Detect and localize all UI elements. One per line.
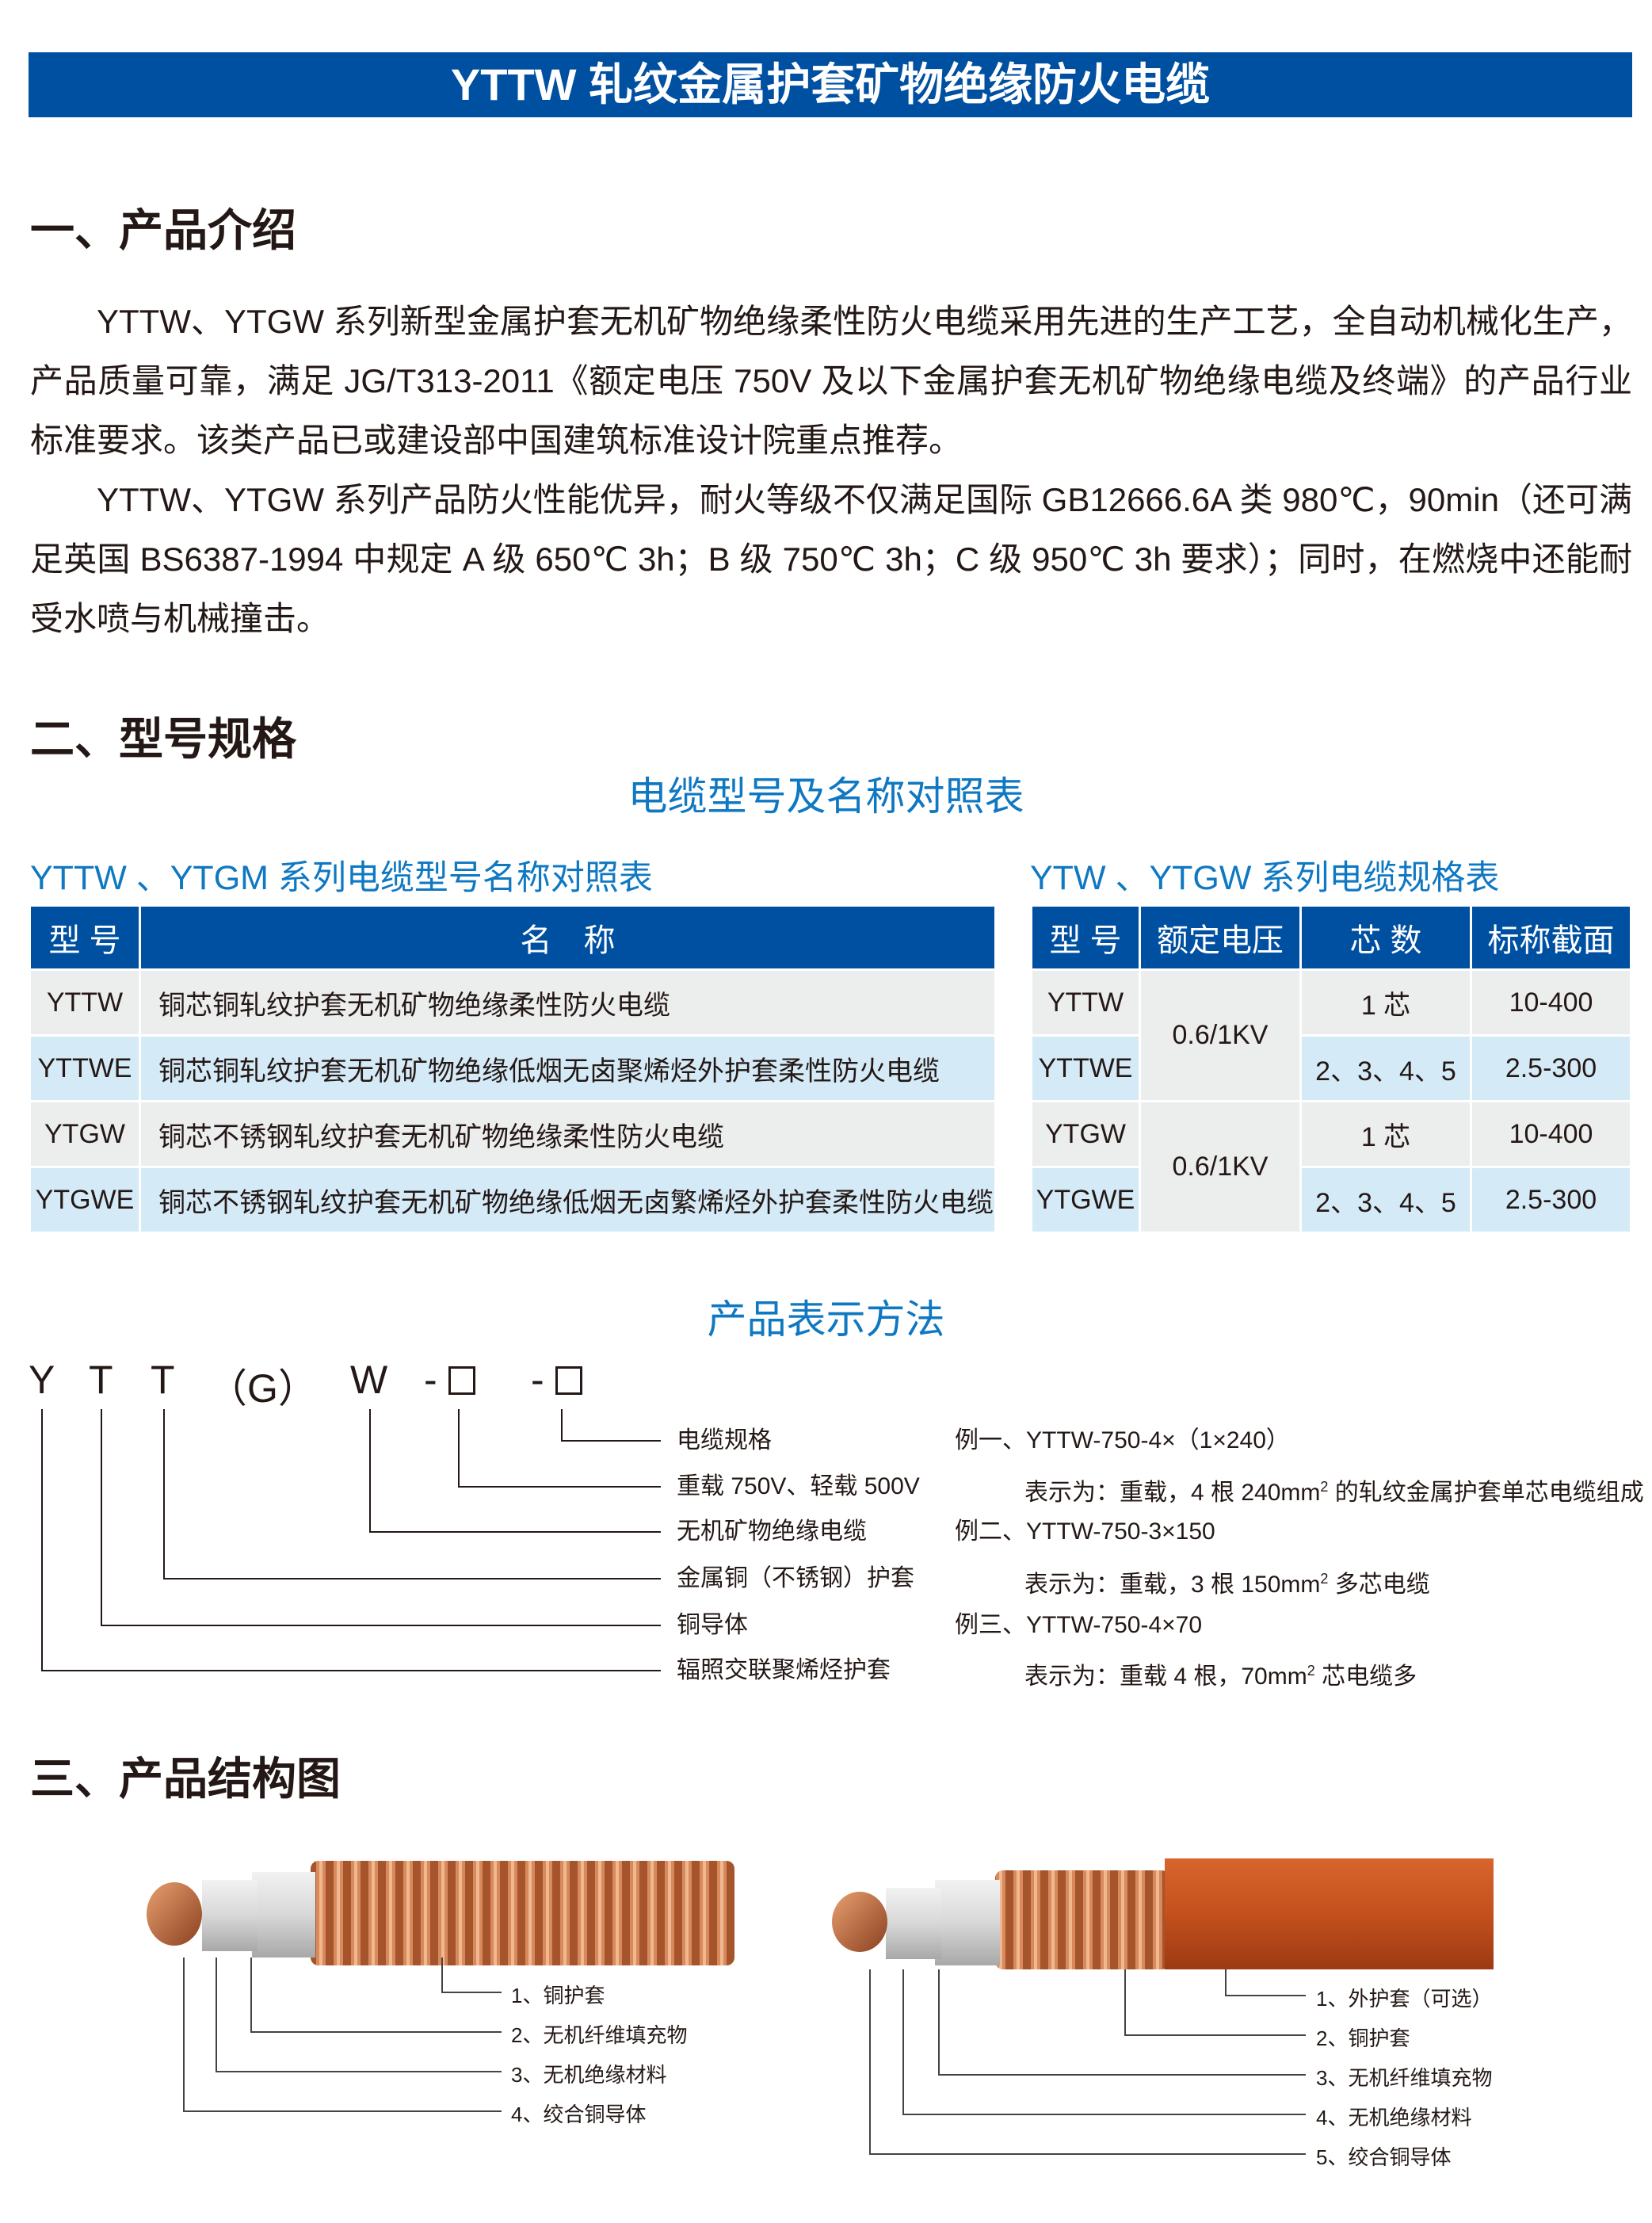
section-intro-heading: 一、产品介绍 [30, 205, 296, 255]
cell-cores: 1 芯 [1302, 971, 1470, 1034]
structure-label: 2、铜护套 [1316, 2026, 1410, 2050]
placeholder-box [448, 1366, 475, 1395]
example-desc: 表示为：重载 4 根，70mm2 芯电缆多 [1024, 1663, 1417, 1690]
code-label: 重载 750V、轻载 500V [677, 1473, 920, 1499]
code-t2: T [151, 1358, 175, 1402]
code-label: 电缆规格 [677, 1427, 772, 1453]
code-label: 辐照交联聚烯烃护套 [677, 1657, 891, 1683]
cell-section: 2.5-300 [1472, 1037, 1630, 1100]
cable-left-image [147, 1861, 734, 1965]
code-label: 铜导体 [677, 1612, 748, 1638]
code-label: 金属铜（不锈钢）护套 [677, 1565, 914, 1591]
cell-section: 10-400 [1472, 1102, 1630, 1166]
example-title: 例三、YTTW-750-4×70 [955, 1612, 1203, 1638]
cell-name: 铜芯不锈钢轧纹护套无机矿物绝缘柔性防火电缆 [141, 1102, 994, 1166]
structure-label: 1、外护套（可选） [1316, 1987, 1493, 2011]
right-table-title: YTW 、YTGW 系列电缆规格表 [1030, 859, 1500, 897]
cell-section: 2.5-300 [1472, 1168, 1630, 1232]
code-dash: - [424, 1358, 437, 1402]
section-structure-heading: 三、产品结构图 [30, 1754, 341, 1804]
structure-label: 4、绞合铜导体 [511, 2103, 647, 2126]
example-desc: 表示为：重载，3 根 150mm2 多芯电缆 [1024, 1571, 1430, 1598]
cell-name: 铜芯不锈钢轧纹护套无机矿物绝缘低烟无卤繁烯烃外护套柔性防火电缆 [141, 1168, 994, 1232]
col-header-voltage: 额定电压 [1141, 907, 1299, 968]
cell-cores: 2、3、4、5 [1302, 1037, 1470, 1100]
code-w: W [350, 1358, 388, 1402]
code-dash: - [531, 1358, 544, 1402]
structure-label: 4、无机绝缘材料 [1316, 2106, 1472, 2129]
structure-label: 5、绞合铜导体 [1316, 2145, 1452, 2169]
structure-label: 1、铜护套 [511, 1984, 605, 2007]
example-title: 例一、YTTW-750-4×（1×240） [955, 1427, 1290, 1453]
cell-section: 10-400 [1472, 971, 1630, 1034]
placeholder-box [555, 1366, 582, 1395]
col-header-model: 型 号 [1032, 907, 1139, 968]
structure-leader-lines [183, 1958, 1306, 2155]
cell-cores: 1 芯 [1302, 1102, 1470, 1166]
cell-model: YTGW [1032, 1102, 1139, 1166]
section-spec-heading: 二、型号规格 [30, 714, 296, 764]
cell-model: YTGWE [1032, 1168, 1139, 1232]
cell-model: YTTWE [31, 1037, 139, 1100]
code-label: 无机矿物绝缘电缆 [677, 1518, 867, 1545]
cell-model: YTTWE [1032, 1037, 1139, 1100]
example-desc: 表示为：重载，4 根 240mm2 的轧纹金属护套单芯电缆组成 [1024, 1479, 1644, 1506]
spec-subtitle: 电缆型号及名称对照表 [628, 774, 1024, 819]
cell-name: 铜芯铜轧纹护套无机矿物绝缘柔性防火电缆 [141, 971, 994, 1034]
left-table-title: YTTW 、YTGM 系列电缆型号名称对照表 [30, 859, 653, 897]
structure-label: 3、无机纤维填充物 [1316, 2066, 1493, 2090]
structure-label: 3、无机绝缘材料 [511, 2063, 667, 2087]
intro-paragraph: YTTW、YTGW 系列产品防火性能优异，耐火等级不仅满足国际 GB12666.… [30, 481, 1632, 637]
code-g: （G） [208, 1366, 318, 1411]
structure-label: 2、无机纤维填充物 [511, 2023, 688, 2047]
intro-paragraph: YTTW、YTGW 系列新型金属护套无机矿物绝缘柔性防火电缆采用先进的生产工艺，… [30, 303, 1632, 459]
example-title: 例二、YTTW-750-3×150 [955, 1518, 1215, 1545]
method-title: 产品表示方法 [707, 1297, 945, 1342]
cell-voltage: 0.6/1KV [1141, 971, 1299, 1100]
code-y: Y [29, 1358, 55, 1402]
code-t1: T [89, 1358, 113, 1402]
cell-voltage: 0.6/1KV [1141, 1102, 1299, 1232]
title-bar: YTTW 轧纹金属护套矿物绝缘防火电缆 [29, 52, 1632, 117]
cell-model: YTGWE [31, 1168, 139, 1232]
col-header-cores: 芯 数 [1302, 907, 1470, 968]
cell-cores: 2、3、4、5 [1302, 1168, 1470, 1232]
intro-text: YTTW、YTGW 系列新型金属护套无机矿物绝缘柔性防火电缆采用先进的生产工艺，… [30, 292, 1632, 648]
cable-right-image [832, 1858, 1494, 1969]
cell-model: YTGW [31, 1102, 139, 1166]
col-header-section: 标称截面 [1472, 907, 1630, 968]
cell-name: 铜芯铜轧纹护套无机矿物绝缘低烟无卤聚烯烃外护套柔性防火电缆 [141, 1037, 994, 1100]
col-header-model: 型 号 [31, 907, 139, 968]
cell-model: YTTW [31, 971, 139, 1034]
col-header-name: 名 称 [141, 907, 994, 968]
cell-model: YTTW [1032, 971, 1139, 1034]
